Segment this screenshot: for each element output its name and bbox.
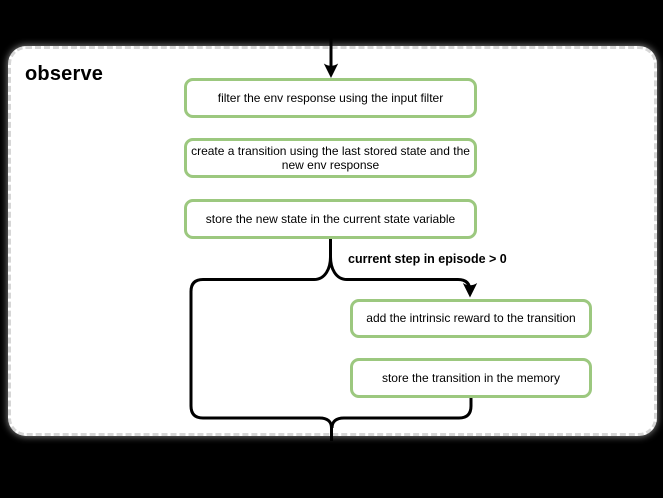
node-label-line: store the transition in the memory	[381, 370, 561, 385]
flow-node-filter-env-response: filter the env response using the input …	[184, 78, 477, 118]
arrowhead-branch-true-icon	[462, 283, 478, 298]
connector-store-to-exit	[330, 398, 473, 429]
branch-condition-label: current step in episode > 0	[348, 252, 507, 266]
node-label-line: add the intrinsic reward to the transiti…	[366, 311, 576, 326]
node-label-line: store the new state in the current state…	[205, 211, 456, 226]
flow-node-create-transition: create a transition using the last store…	[184, 138, 477, 178]
group-title: observe	[25, 63, 104, 85]
flow-node-add-intrinsic-reward: add the intrinsic reward to the transiti…	[350, 299, 592, 338]
arrowhead-entry-icon	[323, 63, 339, 78]
connector-branch-bypass	[189, 256, 333, 429]
node-label-line: filter the env response using the input …	[217, 90, 444, 105]
flow-node-store-new-state: store the new state in the current state…	[184, 199, 477, 239]
flow-node-store-transition: store the transition in the memory	[350, 358, 592, 398]
node-label-line: create a transition using the last store…	[191, 143, 470, 158]
node-label-line: new env response	[281, 158, 380, 172]
